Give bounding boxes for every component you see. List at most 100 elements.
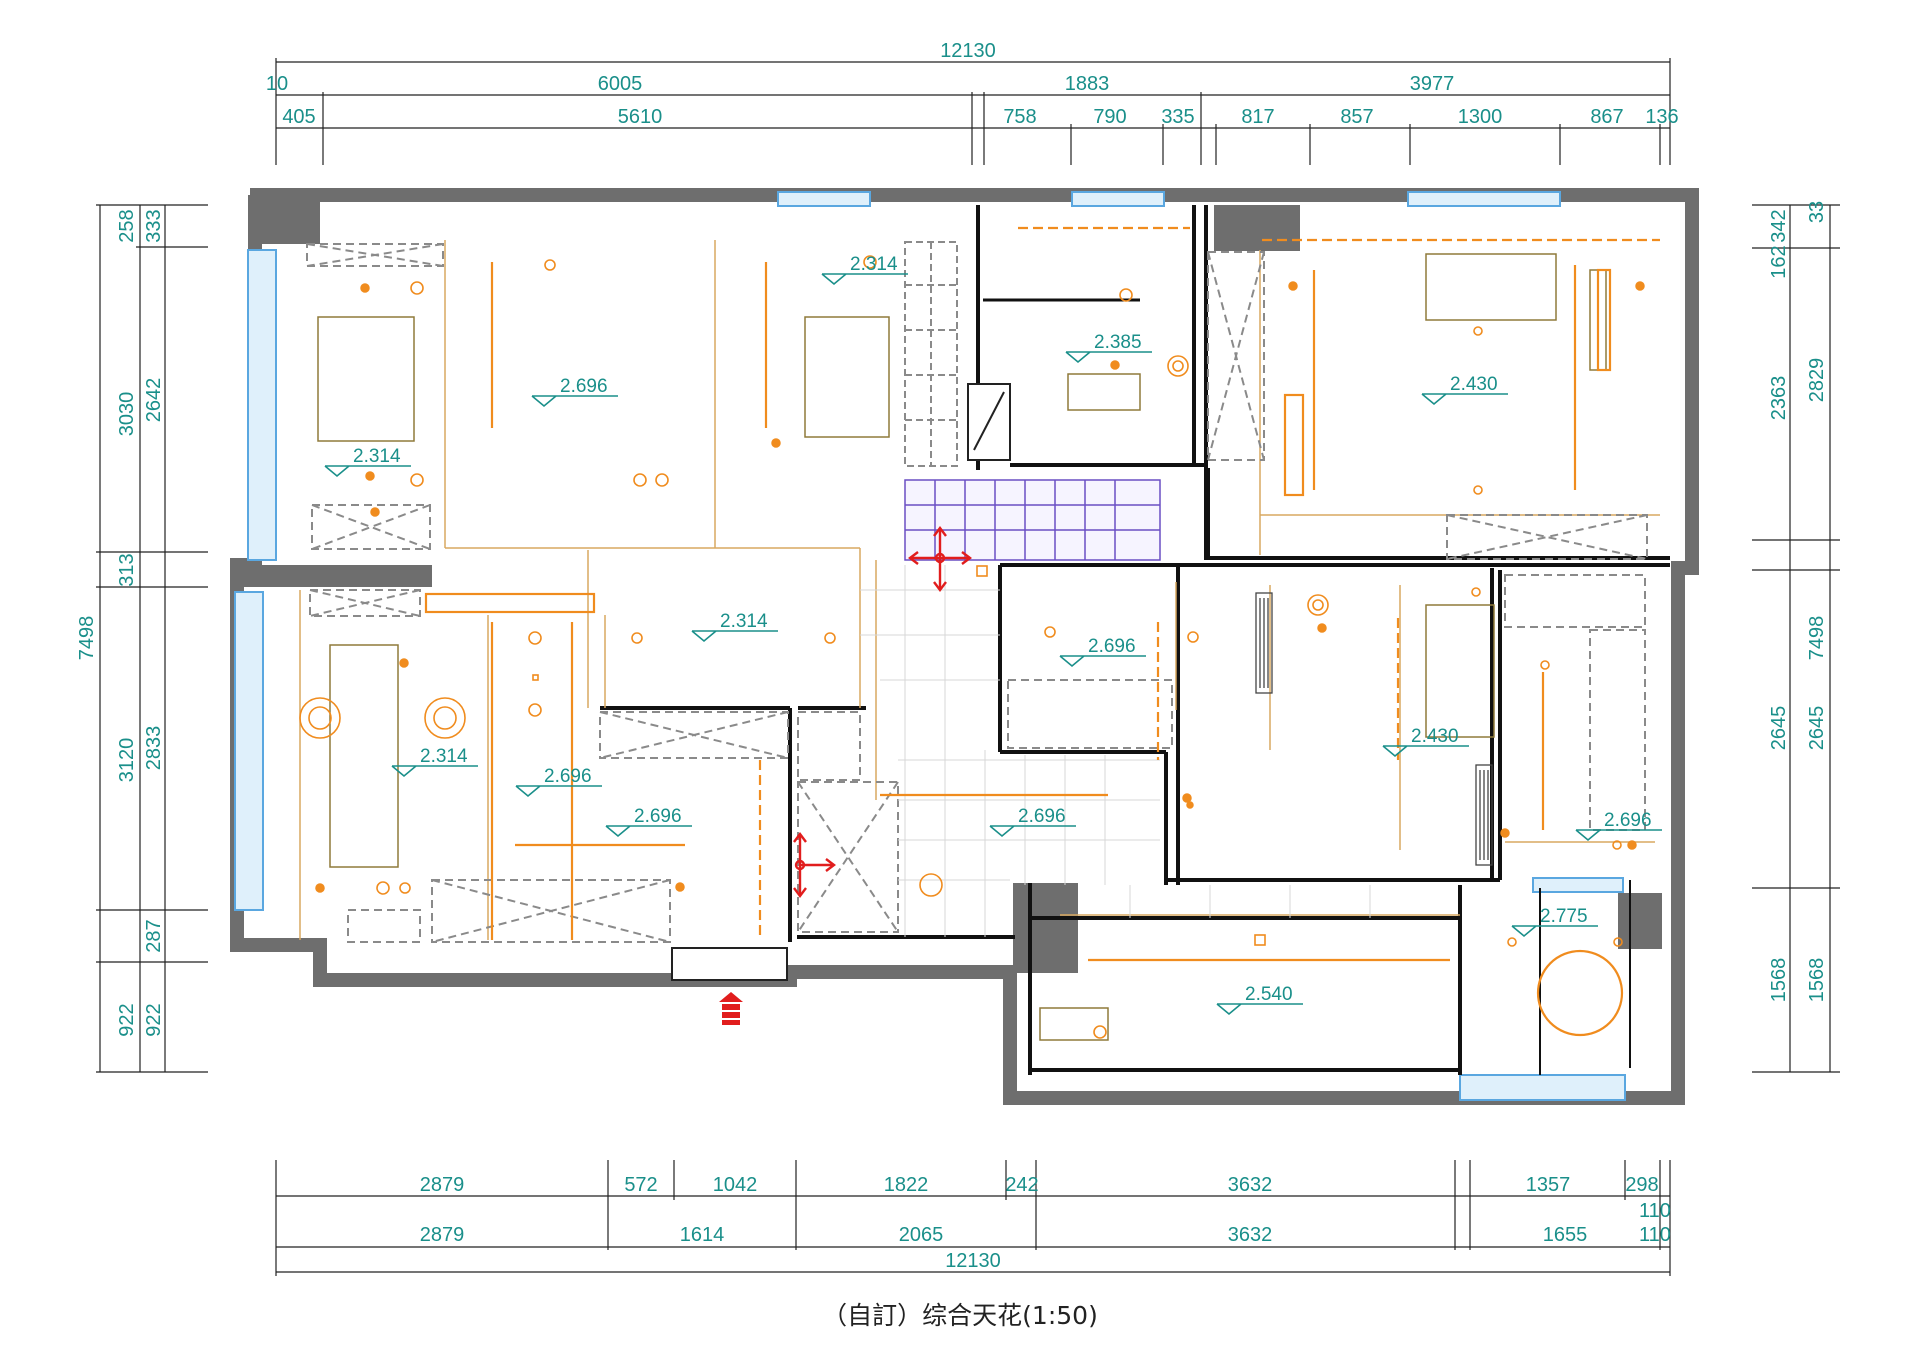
wall-left-stub — [237, 565, 432, 587]
level-marker: 2.696 — [989, 806, 1076, 838]
shoe-cabinet — [797, 711, 861, 781]
dim-top-row2-e: 335 — [1161, 106, 1194, 128]
dim-bottom-row2-e: 1655 — [1543, 1224, 1588, 1246]
level-value: 2.430 — [1411, 726, 1459, 747]
dim-bottom-row2-d: 3632 — [1228, 1224, 1273, 1246]
cabinet-bottom — [431, 879, 671, 943]
cabinet-left-lower — [309, 589, 421, 617]
level-markers: 2.314 2.385 2.430 2.696 2.314 2.314 2.696 2.430… — [324, 254, 1662, 1016]
dim-bottom-row1-f: 3632 — [1228, 1174, 1273, 1196]
level-value: 2.696 — [1018, 806, 1066, 827]
level-symbol — [1382, 745, 1469, 758]
dim-bottom-row1-c: 1042 — [713, 1174, 758, 1196]
level-symbol — [605, 825, 692, 838]
cabinet-corridor — [599, 711, 789, 759]
level-marker: 2.696 — [531, 376, 618, 408]
column-right — [1618, 893, 1662, 949]
column-top-left — [255, 198, 320, 244]
level-value: 2.696 — [634, 806, 682, 827]
level-value: 2.385 — [1094, 332, 1142, 353]
dim-right-inner-b: 162 — [1768, 245, 1790, 278]
dim-bottom-row1-b: 572 — [624, 1174, 657, 1196]
level-symbol — [1216, 1003, 1303, 1016]
bed-left — [317, 316, 415, 442]
dim-left-inner-c: 2833 — [143, 726, 165, 771]
dim-bottom-row1-g: 1357 — [1526, 1174, 1571, 1196]
dim-left-total: 7498 — [76, 616, 98, 661]
dim-top-row2-j: 136 — [1645, 106, 1678, 128]
level-value: 2.775 — [1540, 906, 1588, 927]
ac-vents — [1255, 592, 1493, 866]
dim-bottom-row1-e: 242 — [1005, 1174, 1038, 1196]
dim-left-inner-d: 287 — [143, 919, 165, 952]
ceiling-lamps — [299, 255, 1623, 1039]
dim-top-row2-b: 5610 — [618, 106, 663, 128]
level-symbol — [821, 273, 908, 286]
direction-arrow-marker-2 — [793, 832, 836, 898]
bed-right-lower — [1425, 604, 1495, 738]
dim-bottom-extra-a: 110 — [1639, 1200, 1671, 1222]
wardrobe-small-room — [1589, 629, 1646, 831]
window-top-3 — [1407, 191, 1561, 207]
dim-left-inner-b: 2642 — [143, 378, 165, 423]
window-bottom-right — [1459, 1074, 1626, 1101]
level-marker: 2.540 — [1216, 984, 1303, 1016]
dim-right-outer-b: 2829 — [1806, 358, 1828, 403]
dim-top-row2-g: 857 — [1340, 106, 1373, 128]
dim-right-inner-e: 1568 — [1768, 958, 1790, 1003]
cabinet-right-bottom — [1446, 514, 1648, 560]
dim-right-inner-c: 2363 — [1768, 376, 1790, 421]
storage-corridor — [797, 781, 899, 933]
level-symbol — [691, 630, 778, 643]
level-marker: 2.385 — [1065, 332, 1152, 364]
level-marker: 2.314 — [391, 746, 478, 778]
level-value: 2.696 — [1088, 636, 1136, 657]
dim-right-outer-c: 2645 — [1806, 706, 1828, 751]
level-marker: 2.696 — [515, 766, 602, 798]
table-dining — [804, 316, 890, 438]
cabinet-small-room — [1504, 574, 1646, 628]
exterior-walls — [230, 188, 1699, 1105]
level-symbol — [1059, 655, 1146, 668]
level-symbol — [1421, 393, 1508, 406]
dim-bottom-row1-h: 298 — [1625, 1174, 1658, 1196]
dim-left-inner-e: 922 — [143, 1003, 165, 1036]
level-symbol — [1065, 351, 1152, 364]
level-value: 2.430 — [1450, 374, 1498, 395]
level-marker: 2.314 — [324, 446, 411, 478]
level-value: 2.314 — [850, 254, 898, 275]
window-right-small — [1532, 877, 1624, 893]
window-left-2 — [234, 591, 264, 911]
dim-bottom-total: 12130 — [945, 1250, 1001, 1272]
level-marker: 2.775 — [1511, 906, 1598, 938]
dim-top-row1-b: 6005 — [598, 73, 643, 95]
level-value: 2.696 — [560, 376, 608, 397]
dim-top-row2-f: 817 — [1241, 106, 1274, 128]
level-symbol — [391, 765, 478, 778]
dim-left-outer-b: 3030 — [116, 392, 138, 437]
interior-walls — [600, 205, 1670, 1075]
dimensions-right: 7498 342 162 2363 2645 1568 33 2829 2645… — [1768, 201, 1828, 1002]
dim-right-inner-d: 2645 — [1768, 706, 1790, 751]
staircase — [904, 479, 1161, 561]
level-symbol — [1575, 829, 1662, 842]
level-marker: 2.696 — [1059, 636, 1146, 668]
level-symbol — [324, 465, 411, 478]
dim-right-total: 7498 — [1806, 616, 1828, 661]
cabinet-left-mid — [311, 504, 431, 550]
level-marker: 2.314 — [691, 611, 778, 643]
dim-bottom-row2-a: 2879 — [420, 1224, 465, 1246]
dim-left-outer-d: 3120 — [116, 738, 138, 783]
dim-top-row1-c: 1883 — [1065, 73, 1110, 95]
sofa-left — [329, 644, 399, 868]
direction-arrow-marker-1 — [908, 526, 972, 592]
level-value: 2.696 — [1604, 810, 1652, 831]
drawing-title: （自訂）综合天花(1:50) — [822, 1301, 1098, 1330]
entrance-door — [671, 947, 788, 981]
dim-top-row2-c: 758 — [1003, 106, 1036, 128]
level-symbol — [515, 785, 602, 798]
linear-lights — [424, 226, 1660, 1037]
dim-bottom-row2-c: 2065 — [899, 1224, 944, 1246]
fridge — [967, 383, 1011, 461]
